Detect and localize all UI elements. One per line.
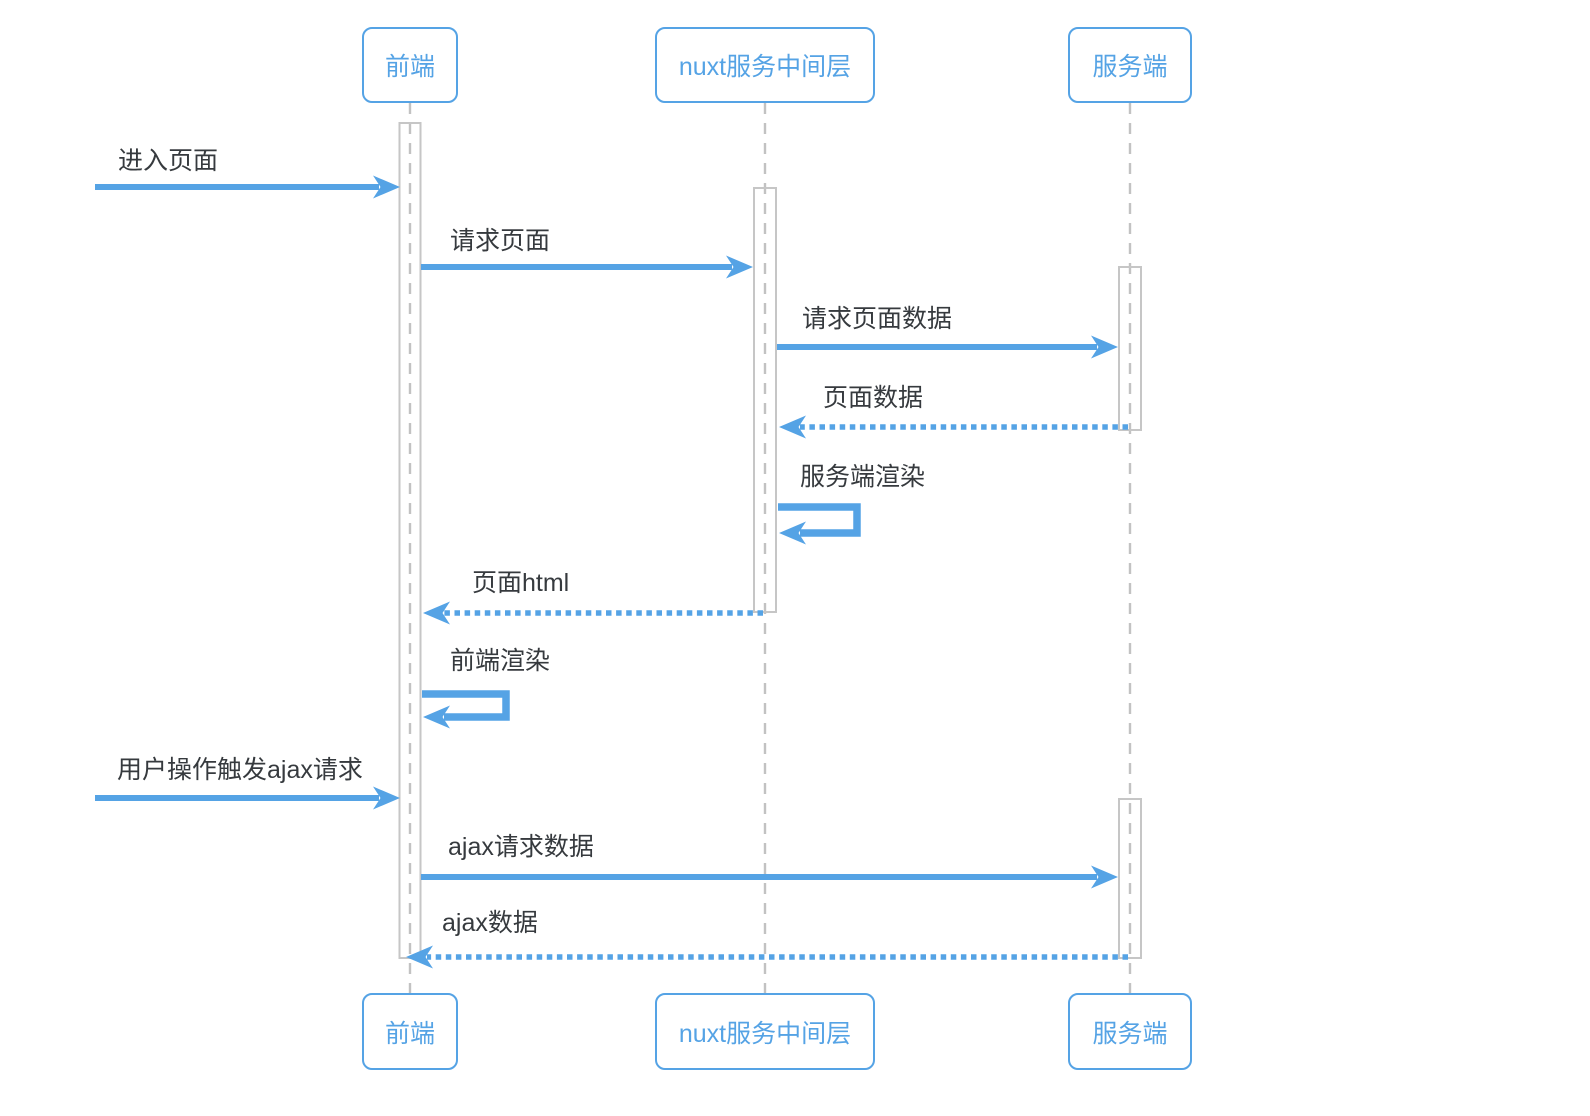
activation-bar-nuxt	[753, 187, 777, 613]
actor-label: 服务端	[1092, 53, 1168, 81]
message-label-server-render: 服务端渲染	[800, 463, 926, 491]
arrow-head-right-icon	[373, 175, 400, 199]
arrow-head-right-icon	[373, 786, 400, 810]
arrow-enter-page	[95, 175, 400, 199]
message-label-ajax-request-data: ajax请求数据	[448, 833, 594, 861]
arrow-request-page-data	[777, 335, 1118, 359]
actor-label: nuxt服务中间层	[678, 1019, 852, 1048]
arrow-frontend-render-self	[422, 690, 510, 729]
arrow-head-left-icon	[779, 415, 806, 439]
arrow-request-page	[421, 255, 753, 279]
actor-nuxt-middleware-top: nuxt服务中间层	[655, 27, 875, 103]
arrow-page-data-return	[779, 415, 1128, 439]
actor-label: 前端	[384, 1019, 435, 1048]
arrow-head-right-icon	[1091, 335, 1118, 359]
message-label-page-data: 页面数据	[823, 384, 924, 412]
message-label-ajax-data: ajax数据	[442, 909, 538, 937]
arrow-user-ajax-trigger	[95, 786, 400, 810]
arrow-head-left-icon	[779, 521, 806, 545]
actor-nuxt-middleware-bottom: nuxt服务中间层	[655, 993, 875, 1070]
actor-frontend-bottom: 前端	[362, 993, 458, 1070]
actor-server-bottom: 服务端	[1068, 993, 1192, 1070]
arrow-server-render-self	[778, 503, 861, 545]
arrow-head-left-icon	[423, 705, 450, 729]
message-label-request-page-data: 请求页面数据	[802, 305, 953, 333]
actor-frontend-top: 前端	[362, 27, 458, 103]
message-label-user-ajax-trigger: 用户操作触发ajax请求	[117, 756, 363, 784]
actor-label: 前端	[384, 53, 435, 81]
arrow-head-right-icon	[726, 255, 753, 279]
arrow-head-left-icon	[423, 601, 450, 625]
arrow-head-right-icon	[1091, 865, 1118, 889]
activation-bar-server-2	[1118, 798, 1142, 959]
actor-server-top: 服务端	[1068, 27, 1192, 103]
actor-label: nuxt服务中间层	[678, 53, 852, 81]
arrow-ajax-request-data	[421, 865, 1118, 889]
message-label-enter-page: 进入页面	[118, 147, 219, 175]
message-label-frontend-render: 前端渲染	[450, 647, 551, 675]
self-loop-line	[422, 690, 510, 721]
arrow-ajax-data-return	[406, 945, 1128, 969]
self-loop-line	[778, 503, 861, 537]
activation-bar-server-1	[1118, 266, 1142, 431]
message-label-request-page: 请求页面	[450, 227, 551, 255]
message-label-page-html: 页面html	[472, 569, 570, 597]
actor-label: 服务端	[1092, 1019, 1168, 1048]
arrow-page-html-return	[423, 601, 763, 625]
arrow-head-left-icon	[406, 945, 433, 969]
